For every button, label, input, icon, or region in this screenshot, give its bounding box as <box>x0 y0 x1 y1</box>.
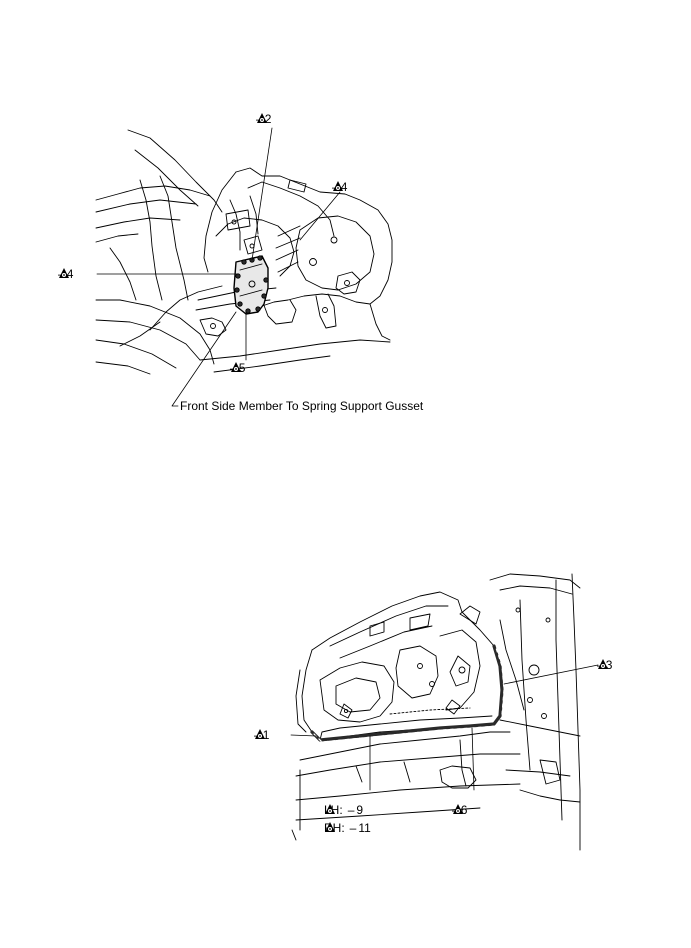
top-body-drawing <box>95 127 393 407</box>
weld-spot-triangle-icon <box>598 659 608 669</box>
bottom-apron-panel <box>295 591 503 741</box>
weld-spot-triangle-icon <box>255 729 265 739</box>
callout-number: 5 <box>238 361 246 375</box>
bottom-body-drawing <box>290 573 599 851</box>
gusset-caption: Front Side Member To Spring Support Guss… <box>180 399 424 413</box>
top-figure: – 2 – 4 – 4 – 5 Front Side Member To Spr… <box>0 0 691 470</box>
right-body-structure <box>291 573 581 851</box>
bottom-leader-lines <box>290 664 599 791</box>
weld-spot-triangle-icon <box>453 804 463 814</box>
callout-dash: – <box>347 803 355 817</box>
apron-panel <box>199 167 393 373</box>
callout-dash: – <box>349 821 357 835</box>
callout-6: – 6 <box>452 803 467 817</box>
left-body-structure <box>95 129 277 375</box>
weld-spot-triangle-icon <box>231 362 241 372</box>
callout-number: 9 <box>356 803 364 817</box>
callout-4-left: – 4 <box>58 267 73 281</box>
callout-number: 4 <box>340 180 348 194</box>
spring-support-gusset <box>233 255 269 315</box>
callout-number: 1 <box>262 728 270 742</box>
weld-spot-triangle-icon <box>325 804 335 814</box>
callout-5: – 5 <box>230 361 245 375</box>
callout-lh: LH: – 9 <box>324 803 363 817</box>
weld-spot-triangle-icon <box>325 822 335 832</box>
callout-number: 2 <box>264 112 272 126</box>
callout-3: – 3 <box>597 658 612 672</box>
weld-spot-triangle-icon <box>333 181 343 191</box>
callout-2: – 2 <box>256 112 271 126</box>
top-leader-lines <box>96 127 341 407</box>
weld-spot-triangle-icon <box>257 113 267 123</box>
weld-spot-triangle-icon <box>59 268 69 278</box>
callout-4-upper: – 4 <box>332 180 347 194</box>
callout-number: 4 <box>66 267 74 281</box>
bottom-figure: – 3 – 1 – 6 LH: – 9 RH: – 11 <box>0 470 691 948</box>
callout-number: 11 <box>358 821 371 835</box>
callout-number: 3 <box>605 658 613 672</box>
callout-rh: RH: – 11 <box>324 821 371 835</box>
callout-1: – 1 <box>254 728 269 742</box>
callout-number: 6 <box>460 803 468 817</box>
